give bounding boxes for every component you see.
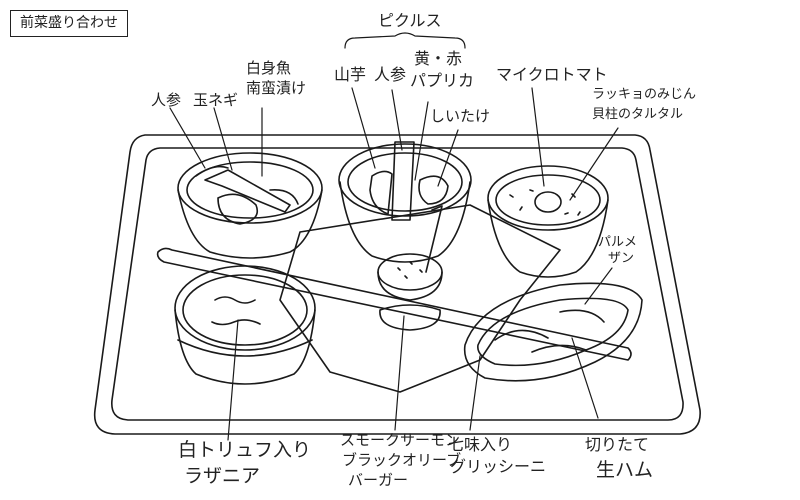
label-pickles: ピクルス [378, 11, 442, 30]
label-parmesan-line1: パルメ [598, 235, 638, 250]
label-yam: 山芋 [334, 65, 367, 84]
label-ham-line1: 切りたて [585, 435, 650, 454]
label-paprika-line1: 黄・赤 [414, 49, 463, 68]
label-lasagna-line1: 白トリュフ入り [178, 439, 312, 461]
label-lasagna-line2: ラザニア [184, 465, 261, 487]
label-burger-line1: スモークサーモン [340, 431, 461, 449]
label-ham-line2: 生ハム [596, 459, 654, 481]
lasagna-ramekin [174, 265, 316, 385]
label-fish-line2: 南蛮漬け [246, 79, 307, 97]
label-fish-line1: 白身魚 [246, 59, 292, 77]
label-paprika-line2: パプリカ [410, 71, 475, 90]
label-carrot-pickle: 人参 [374, 65, 407, 84]
label-burger-line2: ブラックオリーブ [342, 451, 462, 469]
label-tomato: マイクロトマト [496, 65, 608, 84]
label-grissini-line1: 七味入り [448, 435, 513, 454]
pickle-cup [338, 141, 472, 273]
title-box: 前菜盛り合わせ [10, 10, 128, 37]
label-burger-line3: バーガー [348, 471, 409, 489]
label-grissini-line2: グリッシーニ [450, 457, 547, 476]
label-carrot-left: 人参 [151, 91, 182, 109]
leader-lines [169, 32, 619, 441]
grissini-stick [156, 247, 632, 361]
serving-tray [93, 134, 701, 435]
tartare-cup [487, 165, 609, 278]
ham-dish [463, 282, 643, 382]
salmon-burger [377, 253, 443, 331]
label-shiitake: しいたけ [430, 107, 491, 125]
label-tartare-line1: ラッキョのみじん [592, 87, 697, 102]
nanban-cup [177, 152, 323, 259]
label-tartare-line2: 貝柱のタルタル [592, 107, 684, 122]
label-parmesan-line2: ザン [608, 251, 635, 266]
label-onion: 玉ネギ [193, 91, 239, 109]
